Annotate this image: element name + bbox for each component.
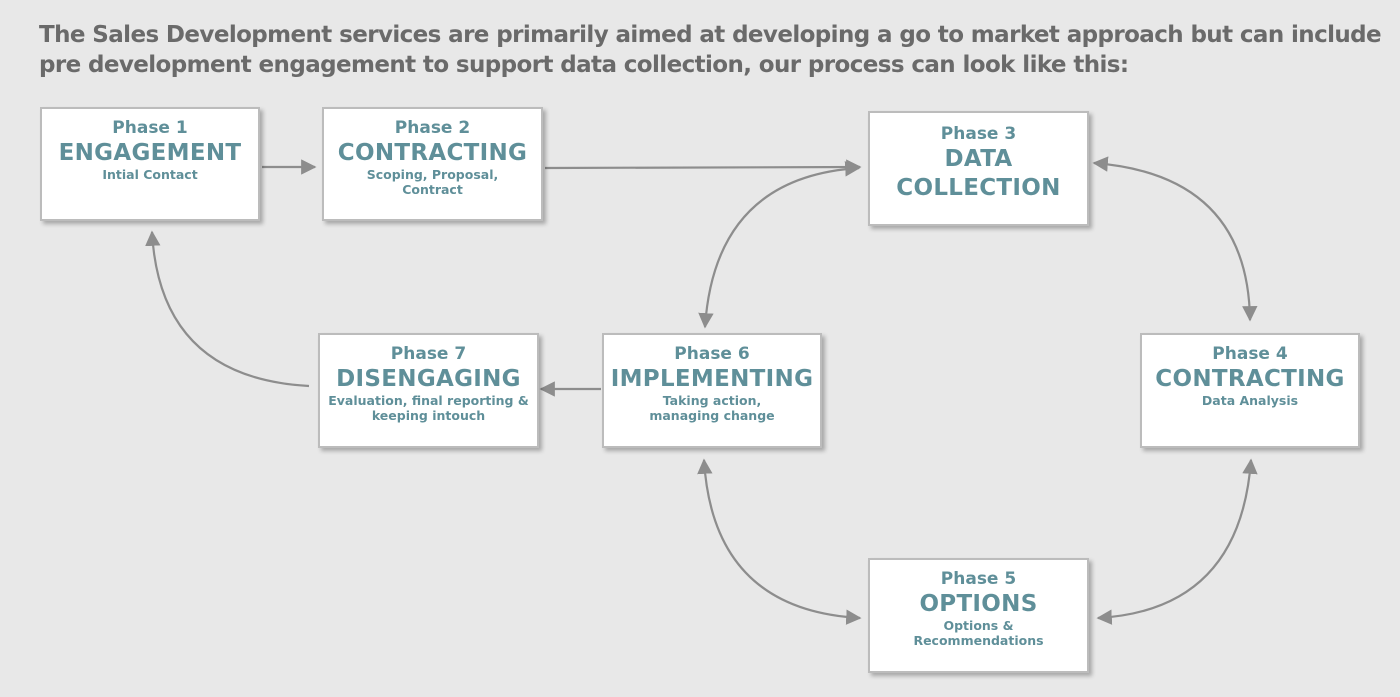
phase-7-box: Phase 7 DISENGAGING Evaluation, final re… — [318, 333, 539, 448]
phase-2-box: Phase 2 CONTRACTING Scoping, Proposal, C… — [322, 107, 543, 221]
phase-6-subtitle-line-2: managing change — [649, 408, 775, 423]
phase-7-subtitle-line-2: keeping intouch — [371, 408, 486, 423]
phase-4-title: CONTRACTING — [1155, 366, 1345, 392]
phase-7-title: DISENGAGING — [336, 366, 521, 392]
phase-1-box: Phase 1 ENGAGEMENT Intial Contact — [40, 107, 260, 221]
phase-6-label: Phase 6 — [674, 344, 750, 364]
phase-3-title-line-2: COLLECTION — [896, 175, 1061, 201]
phase-5-subtitle-line-2: Recommendations — [913, 633, 1044, 648]
phase-2-label: Phase 2 — [394, 118, 471, 138]
arrow-phase5-phase6 — [697, 458, 862, 625]
phase-3-label: Phase 3 — [940, 124, 1017, 144]
arrow-phase3-phase4 — [1092, 156, 1258, 322]
intro-heading: The Sales Development services are prima… — [39, 20, 1382, 80]
phase-4-label: Phase 4 — [1212, 344, 1288, 364]
phase-6-box: Phase 6 IMPLEMENTING Taking action, mana… — [602, 333, 822, 448]
phase-4-box: Phase 4 CONTRACTING Data Analysis — [1140, 333, 1360, 448]
phase-2-subtitle-line-2: Contract — [402, 182, 463, 197]
phase-7-subtitle-line-1: Evaluation, final reporting & — [328, 393, 529, 408]
arrow-phase7-to-phase1 — [145, 230, 310, 388]
phase-5-subtitle-line-1: Options & — [943, 618, 1014, 633]
phase-1-title: ENGAGEMENT — [58, 140, 242, 166]
phase-1-label: Phase 1 — [112, 118, 188, 138]
phase-5-label: Phase 5 — [940, 569, 1017, 589]
phase-6-subtitle-line-1: Taking action, — [662, 393, 762, 408]
phase-5-box: Phase 5 OPTIONS Options & Recommendation… — [868, 558, 1089, 673]
arrow-phase6-phase3 — [698, 161, 861, 329]
phase-4-subtitle: Data Analysis — [1201, 393, 1299, 408]
arrow-phase4-phase5 — [1096, 458, 1258, 625]
phase-1-subtitle: Intial Contact — [102, 167, 198, 182]
phase-3-title-line-1: DATA — [944, 146, 1013, 172]
intro-line-1: The Sales Development services are prima… — [39, 22, 1382, 48]
phase-6-title: IMPLEMENTING — [610, 366, 814, 392]
phase-5-title: OPTIONS — [919, 591, 1038, 617]
phase-7-label: Phase 7 — [390, 344, 467, 364]
arrow-phase2-to-phase3 — [544, 159, 862, 175]
intro-line-2: pre development engagement to support da… — [39, 52, 1129, 78]
phase-3-box: Phase 3 DATA COLLECTION — [868, 111, 1089, 226]
phase-2-subtitle-line-1: Scoping, Proposal, — [366, 167, 499, 182]
phase-2-title: CONTRACTING — [337, 140, 528, 166]
